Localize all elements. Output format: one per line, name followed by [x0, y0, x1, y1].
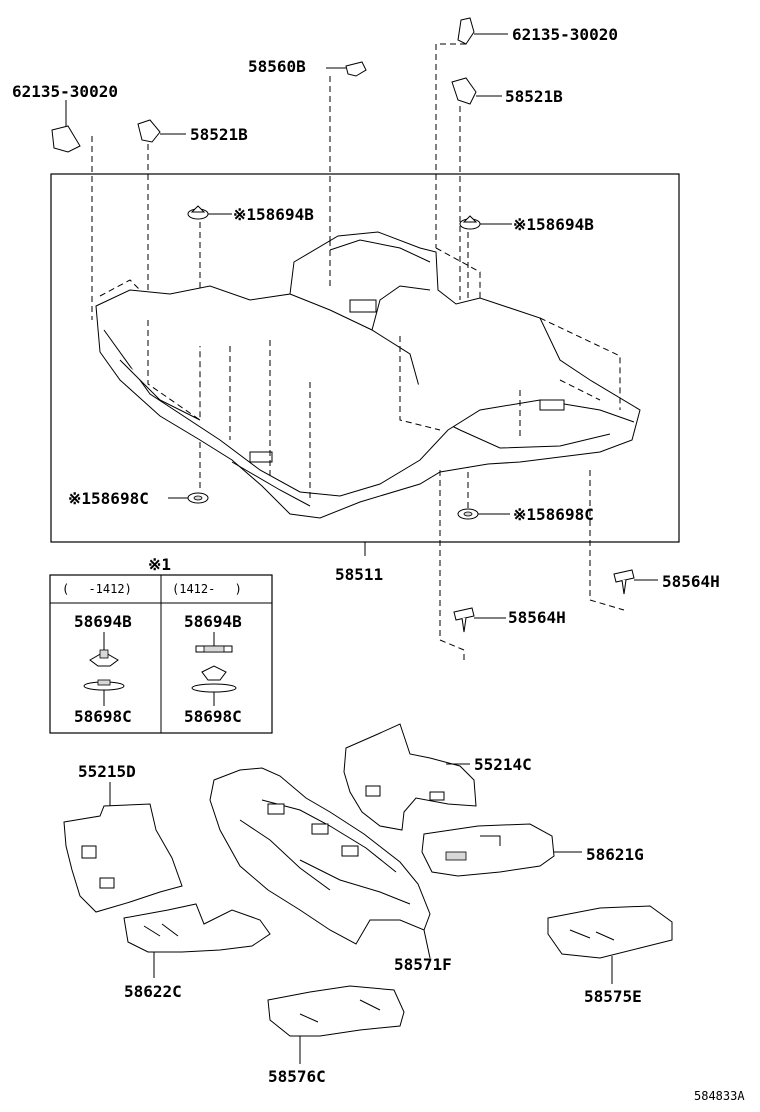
table-col2-header: (1412- ): [172, 582, 242, 596]
insulator-58621g[interactable]: [421, 823, 582, 877]
insulator-58571f[interactable]: [209, 767, 431, 959]
table-col1-header: ( -1412): [62, 582, 132, 596]
grommet-variant-b-icon: [191, 632, 237, 706]
clip-62135-left[interactable]: [51, 100, 81, 153]
grommet-58694b-left[interactable]: [187, 205, 232, 220]
clip-62135-top[interactable]: [457, 17, 508, 45]
insulator-55214c[interactable]: [343, 723, 477, 831]
label-58694b-right: ※158694B: [513, 215, 594, 234]
label-58694b-left: ※158694B: [233, 205, 314, 224]
label-55215d: 55215D: [78, 762, 136, 781]
label-58571f: 58571F: [394, 955, 452, 974]
grommet-58694b-right[interactable]: [459, 215, 512, 230]
table-col1-bottom-part: 58698C: [74, 707, 132, 726]
note-mark: ※1: [148, 555, 171, 574]
grommet-variant-a-icon: [83, 632, 125, 706]
label-58564h-mid: 58564H: [508, 608, 566, 627]
grommet-variant-table: [49, 574, 273, 734]
grommet-58698c-left[interactable]: [168, 492, 209, 504]
label-58521b-left: 58521B: [190, 125, 248, 144]
label-62135-30020-left: 62135-30020: [12, 82, 118, 101]
label-58521b-right: 58521B: [505, 87, 563, 106]
grommet-58698c-right[interactable]: [457, 508, 510, 520]
screw-58564h-mid[interactable]: [453, 607, 506, 633]
label-58560b: 58560B: [248, 57, 306, 76]
label-55214c: 55214C: [474, 755, 532, 774]
label-58576c: 58576C: [268, 1067, 326, 1086]
table-col2-top-part: 58694B: [184, 612, 242, 631]
table-col2-bottom-part: 58698C: [184, 707, 242, 726]
label-58621g: 58621G: [586, 845, 644, 864]
label-62135-30020-top: 62135-30020: [512, 25, 618, 44]
label-58622c: 58622C: [124, 982, 182, 1001]
clip-58521b-left[interactable]: [137, 119, 186, 143]
label-58698c-right: ※158698C: [513, 505, 594, 524]
label-58511: 58511: [335, 565, 383, 584]
label-58575e: 58575E: [584, 987, 642, 1006]
figure-code: 584833A: [694, 1089, 745, 1103]
floor-carpet-58511[interactable]: [95, 231, 641, 519]
clip-58521b-right[interactable]: [451, 77, 502, 105]
insulator-55215d[interactable]: [63, 803, 183, 913]
mat-58576c[interactable]: [267, 985, 405, 1064]
mat-58622c[interactable]: [123, 903, 271, 978]
screw-58564h-right[interactable]: [613, 569, 658, 595]
clip-58560b[interactable]: [326, 61, 367, 77]
label-58564h-right: 58564H: [662, 572, 720, 591]
label-58698c-left: ※158698C: [68, 489, 149, 508]
table-col1-top-part: 58694B: [74, 612, 132, 631]
mat-58575e[interactable]: [547, 905, 673, 984]
